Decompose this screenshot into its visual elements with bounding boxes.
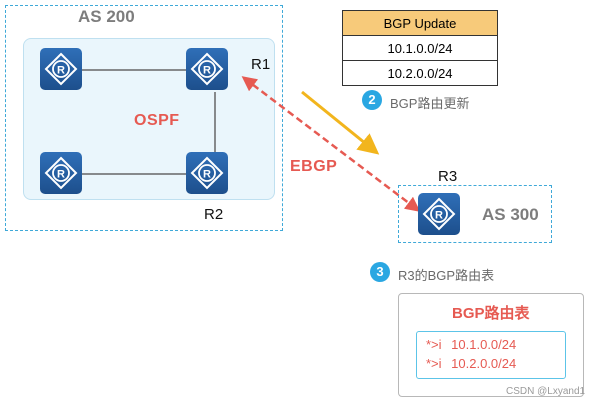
as300-boundary xyxy=(398,185,552,243)
step-3-badge: 3 xyxy=(370,262,390,282)
r2-label: R2 xyxy=(204,206,224,223)
step-3-text: R3的BGP路由表 xyxy=(398,268,495,283)
route-flag: *>i xyxy=(426,337,442,352)
ospf-label: OSPF xyxy=(134,112,180,129)
as300-label: AS 300 xyxy=(482,205,539,224)
router-icon: R xyxy=(44,52,78,86)
svg-text:R: R xyxy=(57,65,65,77)
router-icon: R xyxy=(190,156,224,190)
svg-text:R: R xyxy=(203,65,211,77)
watermark: CSDN @Lxyand1 xyxy=(506,386,586,397)
router-icon: R xyxy=(422,197,456,231)
ebgp-link xyxy=(241,76,421,212)
bgp-update-row: 10.2.0.0/24 xyxy=(342,60,498,86)
router-r2[interactable]: R xyxy=(186,152,228,194)
svg-text:R: R xyxy=(57,169,65,181)
bgp-update-row: 10.1.0.0/24 xyxy=(342,35,498,61)
route-prefix: 10.1.0.0/24 xyxy=(451,337,517,352)
route-entries-box xyxy=(416,331,566,379)
router-icon: R xyxy=(190,52,224,86)
update-arrow xyxy=(301,90,380,155)
step-2-text: BGP路由更新 xyxy=(390,96,470,111)
route-prefix: 10.2.0.0/24 xyxy=(451,356,517,371)
router-r1[interactable]: R xyxy=(186,48,228,90)
bgp-update-header: BGP Update xyxy=(342,10,498,36)
bgp-routing-table-panel xyxy=(398,293,584,397)
ebgp-label: EBGP xyxy=(290,158,338,175)
bgp-update-table: BGP Update 10.1.0.0/24 10.2.0.0/24 xyxy=(342,10,498,86)
bgp-routing-table-title: BGP路由表 xyxy=(452,305,530,322)
router-as200-top-left[interactable]: R xyxy=(40,48,82,90)
step-2-badge: 2 xyxy=(362,90,382,110)
router-icon: R xyxy=(44,156,78,190)
router-r3[interactable]: R xyxy=(418,193,460,235)
svg-text:R: R xyxy=(203,169,211,181)
router-as200-bottom-left[interactable]: R xyxy=(40,152,82,194)
route-entry: *>i 10.2.0.0/24 xyxy=(426,356,516,371)
route-entry: *>i 10.1.0.0/24 xyxy=(426,337,516,352)
r3-label: R3 xyxy=(438,168,458,185)
svg-text:R: R xyxy=(435,210,443,222)
as200-label: AS 200 xyxy=(78,7,135,26)
r1-label: R1 xyxy=(251,56,271,73)
route-flag: *>i xyxy=(426,356,442,371)
